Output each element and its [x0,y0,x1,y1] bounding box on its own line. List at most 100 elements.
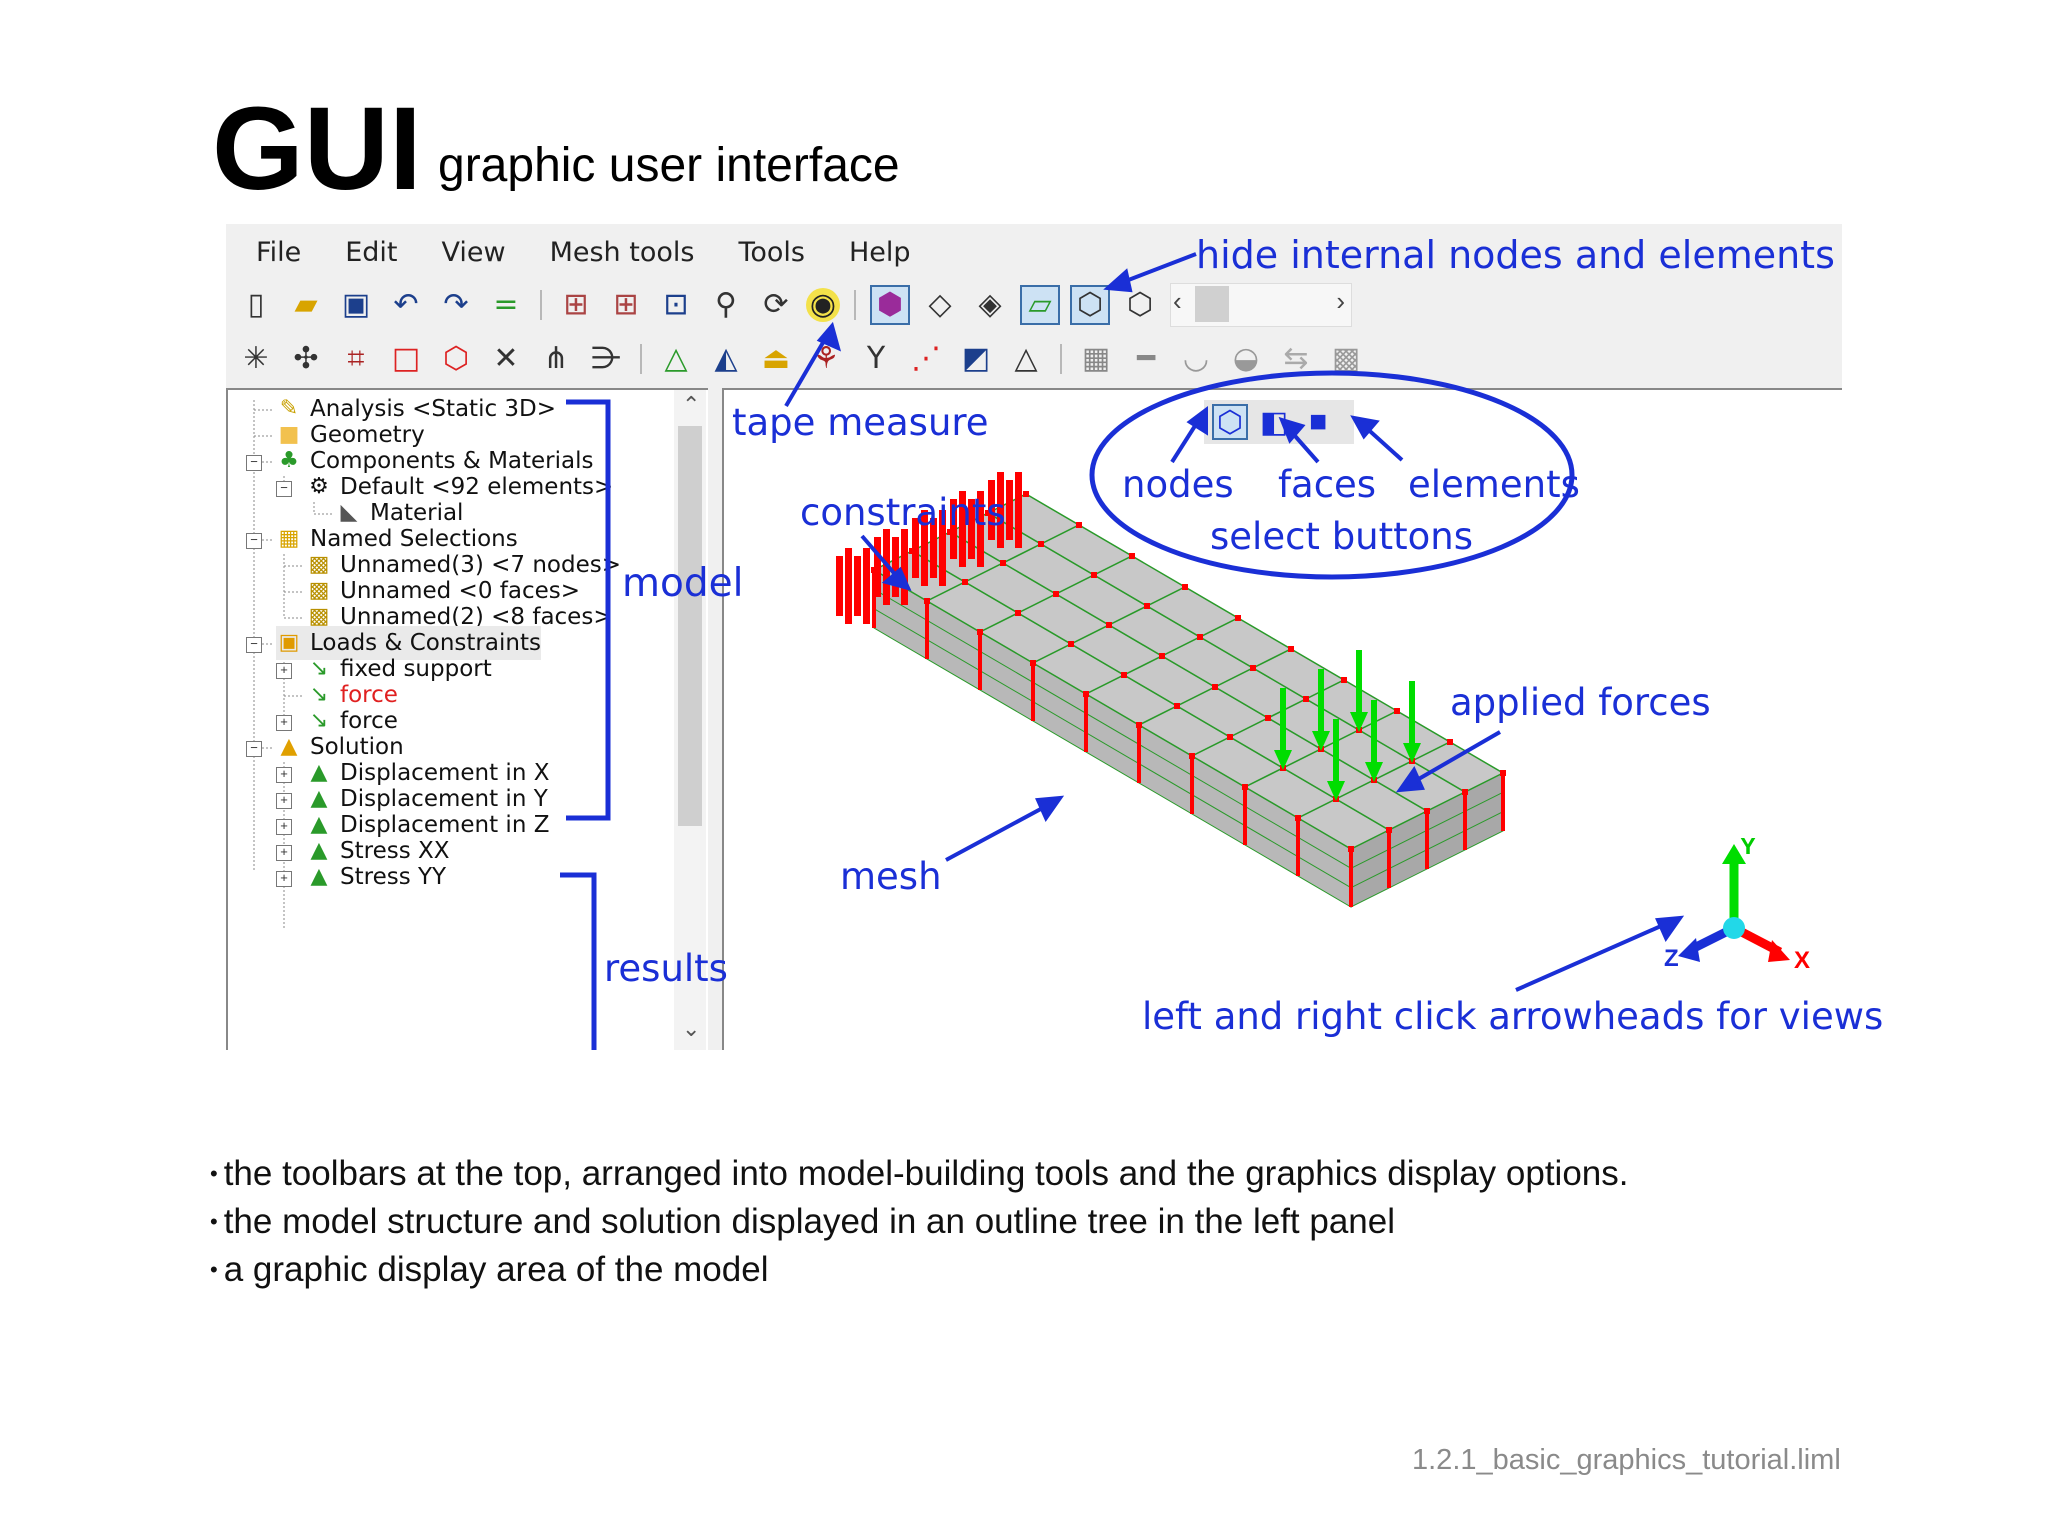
frame-icon[interactable]: ▩ [1331,341,1361,376]
menu-mesh-tools[interactable]: Mesh tools [549,236,695,268]
force-arrowhead [1274,750,1292,770]
rectangle-icon[interactable]: □ [391,341,421,376]
shade-icon[interactable]: ◩ [961,341,991,376]
tree-item-material[interactable]: ◣ Material [336,496,464,530]
menu-file[interactable]: File [256,236,302,268]
tree-item-components-materials[interactable]: ♣ Components & Materials [276,444,593,478]
collapse-icon[interactable]: − [246,741,262,757]
force-icon[interactable]: ◭ [714,341,738,376]
constraint-icon[interactable]: △ [664,341,688,376]
hide-internal-icon[interactable]: ⬡ [1070,285,1110,325]
tree-scrollbar[interactable]: ⌃ ⌄ [674,390,706,1050]
surface-icon[interactable]: ▱ [1020,285,1060,325]
wireframe-icon[interactable]: ◇ [928,287,952,322]
tree-item-force[interactable]: ↘ force [306,704,398,738]
cube-icon[interactable]: ⬡ [442,341,470,376]
scroll-up-icon[interactable]: ⌃ [682,392,701,417]
tape-measure-icon[interactable]: ◉ [806,288,840,322]
expand-icon[interactable]: + [276,767,292,783]
collapse-icon[interactable]: − [276,481,292,497]
pressure-icon[interactable]: ⏏ [761,341,791,376]
scroll-left-icon[interactable]: ‹ [1173,286,1182,316]
tree-item-solution[interactable]: ▲ Solution [276,730,404,764]
mesh-node [1015,610,1021,616]
scroll-thumb[interactable] [1195,286,1229,322]
tree-item-loads-constraints[interactable]: ▣ Loads & Constraints [276,626,541,660]
shaded-icon[interactable]: ◈ [978,287,1002,322]
axis-triad[interactable]: Y X Z [1644,838,1834,968]
new-file-icon[interactable]: ▯ [247,287,265,322]
main-toolbar: ▯ ▰ ▣ ↶ ↷ = ⊞ ⊞ ⊡ ⚲ ⟳ ◉ ⬢ ◇ ◈ ▱ ⬡ ⬡ ‹ › [226,280,1842,330]
menu-edit[interactable]: Edit [345,236,398,268]
tree-item-displacement-z[interactable]: ▲ Displacement in Z [306,808,550,842]
menu-view[interactable]: View [441,236,506,268]
zoom-fit-icon[interactable]: ⊡ [663,287,689,322]
triangle-icon[interactable]: △ [1014,341,1038,376]
tree-scroll-thumb[interactable] [678,426,702,826]
menu-help[interactable]: Help [848,236,911,268]
axis-x-label: X [1794,947,1810,968]
split-icon[interactable]: ⋔ [543,341,569,376]
menu-tools[interactable]: Tools [738,236,805,268]
collapse-icon[interactable]: − [246,455,262,471]
shell-2-icon[interactable]: ◒ [1232,341,1260,376]
constraint-symbol [959,491,966,567]
constraint-symbol [968,499,975,559]
constraint-symbol [950,499,957,559]
axis-y-arrowhead[interactable] [1722,844,1746,864]
tree-item-displacement-y[interactable]: ▲ Displacement in Y [306,782,548,816]
expand-icon[interactable]: + [276,663,292,679]
collapse-icon[interactable]: − [246,533,262,549]
constraint-symbol [854,556,861,616]
display-mode-icon[interactable]: ⬢ [870,285,910,325]
scroll-down-icon[interactable]: ⌄ [682,1016,701,1041]
tree-item-named-selections[interactable]: ▦ Named Selections [276,522,518,556]
moment-icon[interactable]: ⚘ [812,341,840,376]
components-icon: ♣ [279,448,299,473]
save-icon[interactable]: ▣ [341,287,371,322]
tree-item-unnamed[interactable]: ▩ Unnamed <0 faces> [306,574,580,608]
tree-item-stress-yy[interactable]: ▲ Stress YY [306,860,447,894]
expand-icon[interactable]: + [276,845,292,861]
node-move-icon[interactable]: ✣ [293,341,319,376]
axis-x-arrowhead[interactable] [1768,940,1790,962]
branch-icon[interactable]: Y [866,341,886,376]
expand-icon[interactable]: + [276,871,292,887]
node-tool-icon[interactable]: ✳ [243,341,269,376]
undo-icon[interactable]: ↶ [393,287,419,322]
tree-item-label: fixed support [340,656,492,682]
mesh-box-2-icon[interactable]: ⊞ [613,287,639,322]
scroll-right-icon[interactable]: › [1336,286,1345,316]
expand-icon[interactable]: + [276,819,292,835]
result-icon: ▲ [310,864,328,889]
tree-item-displacement-x[interactable]: ▲ Displacement in X [306,756,550,790]
annotation-model: model [622,561,744,606]
delete-icon[interactable]: ✕ [493,341,519,376]
table-icon[interactable]: ▦ [1081,341,1111,376]
points-icon[interactable]: ⋰ [911,341,941,376]
tree-item-force-active[interactable]: ↘ force [306,678,398,712]
tree-item-geometry[interactable]: ■ Geometry [276,418,425,452]
shell-icon[interactable]: ◡ [1182,341,1210,376]
expand-icon[interactable]: + [276,793,292,809]
swap-icon[interactable]: ⇆ [1283,341,1309,376]
axis-z-arrowhead[interactable] [1678,938,1700,962]
mesh-node [1038,541,1044,547]
rotate-icon[interactable]: ⟳ [763,287,789,322]
open-folder-icon[interactable]: ▰ [294,287,318,322]
extrude-icon[interactable]: ⋺ [591,341,621,376]
bar-icon[interactable]: ━ [1136,341,1156,376]
expand-icon[interactable]: + [276,715,292,731]
annotation-nodes: nodes [1122,463,1234,506]
redo-icon[interactable]: ↷ [443,287,469,322]
outline-icon[interactable]: ⬡ [1126,287,1154,322]
collapse-icon[interactable]: − [246,637,262,653]
toolbar-scroller[interactable]: ‹ › [1170,283,1352,327]
mesh-box-icon[interactable]: ⊞ [563,287,589,322]
tree-item-fixed-support[interactable]: ↘ fixed support [306,652,492,686]
tree-item-analysis[interactable]: ✎ Analysis <Static 3D> [276,392,556,426]
magnify-icon[interactable]: ⚲ [715,287,737,322]
tree-item-stress-xx[interactable]: ▲ Stress XX [306,834,450,868]
equals-icon[interactable]: = [493,287,519,322]
connect-icon[interactable]: ⌗ [347,341,365,376]
